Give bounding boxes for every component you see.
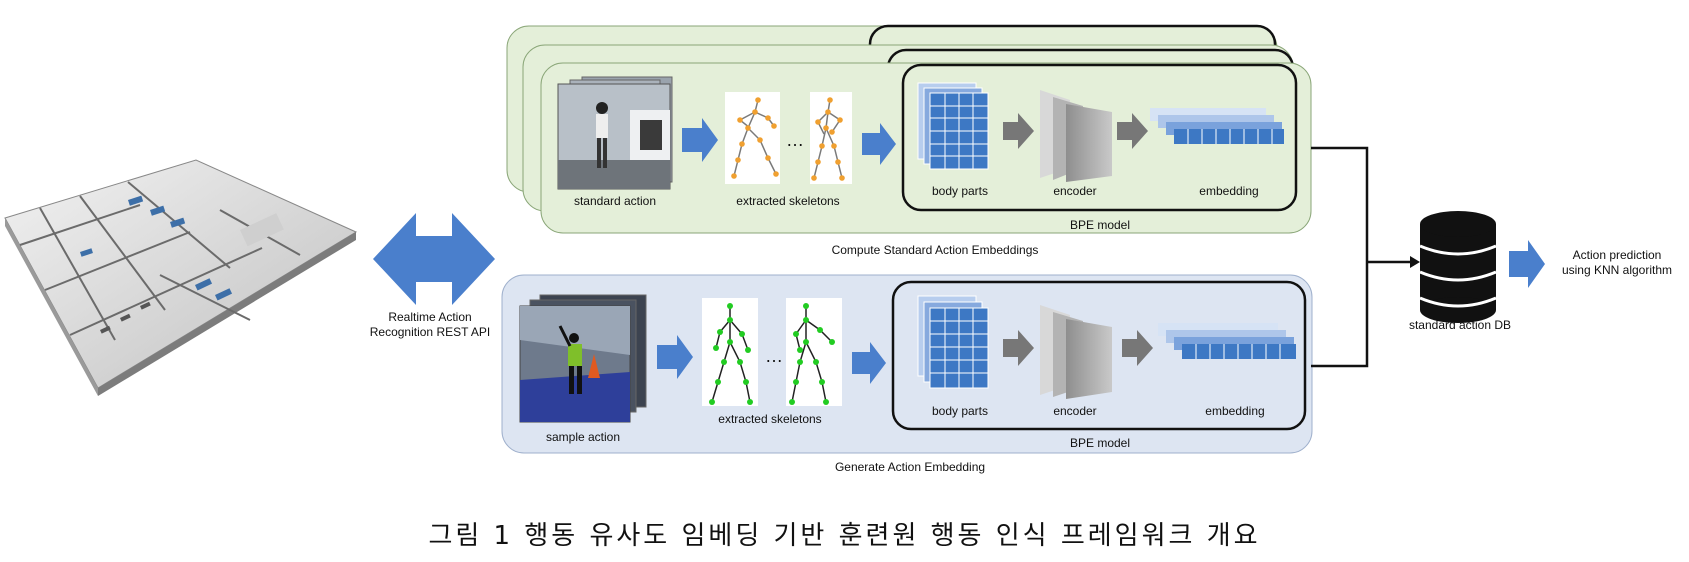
top-body-parts-label: body parts xyxy=(931,184,989,198)
bottom-bpe-model-title: BPE model xyxy=(1069,436,1131,450)
bottom-encoder-icon xyxy=(1040,305,1112,399)
bottom-embedding-icon xyxy=(1158,323,1296,359)
top-skeleton-ellipsis: … xyxy=(786,130,804,150)
prediction-label: Action prediction using KNN algorithm xyxy=(1548,248,1686,278)
bottom-bpe-model-box xyxy=(891,280,1307,431)
bottom-body-parts-grid-icon xyxy=(917,295,989,389)
standard-action-label: standard action xyxy=(573,194,657,208)
arrow-icon xyxy=(1117,113,1148,149)
bottom-extracted-skeletons-label: extracted skeletons xyxy=(718,412,822,426)
top-body-parts-grid-icon xyxy=(917,82,989,170)
prediction-label-line2: using KNN algorithm xyxy=(1561,263,1673,277)
top-bpe-model-title: BPE model xyxy=(1069,218,1131,232)
arrow-icon xyxy=(682,118,718,162)
top-encoder-label: encoder xyxy=(1053,184,1097,198)
database-icon xyxy=(1419,211,1497,323)
prediction-label-line1: Action prediction xyxy=(1572,248,1662,262)
arrow-icon xyxy=(657,335,693,379)
sample-action-video-thumbnail xyxy=(519,294,647,423)
top-encoder-icon xyxy=(1040,90,1112,182)
top-panel-caption: Compute Standard Action Embeddings xyxy=(831,243,1039,257)
arrow-icon xyxy=(1003,113,1034,149)
bottom-body-parts-label: body parts xyxy=(931,404,989,418)
top-embedding-icon xyxy=(1150,108,1284,144)
bottom-embedding-label: embedding xyxy=(1205,404,1265,418)
figure-caption: 그림 1 행동 유사도 임베딩 기반 훈련원 행동 인식 프레임워크 개요 xyxy=(428,521,1261,551)
bottom-panel-caption: Generate Action Embedding xyxy=(834,460,986,474)
api-label-line2: Recognition REST API xyxy=(369,325,491,339)
top-bpe-model-box xyxy=(901,63,1298,212)
top-skeleton-2 xyxy=(810,92,852,184)
bottom-skeleton-ellipsis: … xyxy=(765,346,783,366)
top-skeleton-1 xyxy=(725,92,780,184)
arrow-icon xyxy=(1003,330,1034,366)
api-label: Realtime Action Recognition REST API xyxy=(355,310,505,340)
arrow-icon xyxy=(852,342,886,384)
arrow-icon xyxy=(1122,330,1153,366)
top-embedding-label: embedding xyxy=(1199,184,1259,198)
standard-action-video-thumbnail xyxy=(557,76,673,190)
bottom-skeleton-2 xyxy=(786,298,842,406)
top-extracted-skeletons-label: extracted skeletons xyxy=(736,194,840,208)
sample-action-label: sample action xyxy=(545,430,621,444)
database-label: standard action DB xyxy=(1408,318,1512,332)
db-connector-lines xyxy=(1311,146,1410,368)
bottom-skeleton-1 xyxy=(702,298,758,406)
api-label-line1: Realtime Action xyxy=(388,310,472,324)
arrow-icon xyxy=(1509,240,1545,288)
connector-arrowhead xyxy=(1410,256,1420,268)
floor-plan-3d-icon xyxy=(4,159,358,396)
arrow-icon xyxy=(862,123,896,165)
bottom-encoder-label: encoder xyxy=(1053,404,1097,418)
bidirectional-arrow-icon xyxy=(373,213,495,305)
